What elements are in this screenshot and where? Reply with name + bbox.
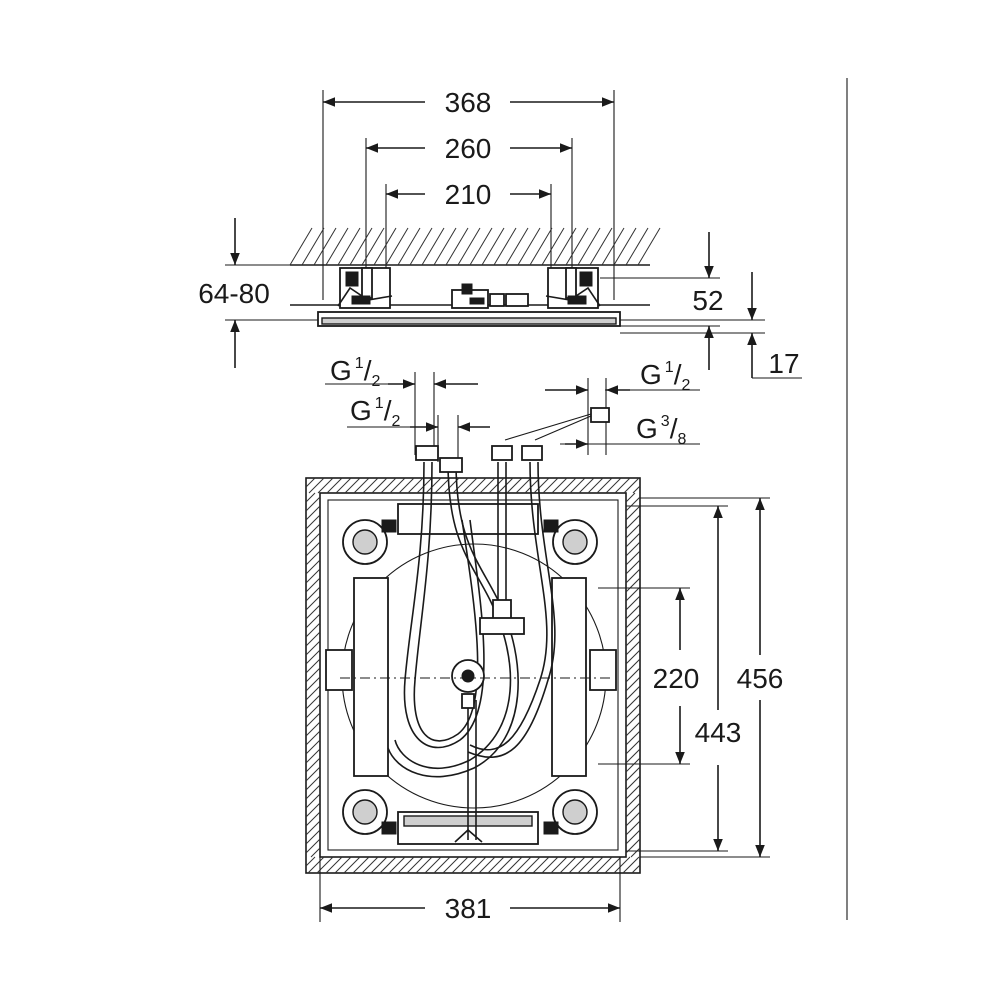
conn-right-outer-num: 1 (665, 359, 674, 376)
conn-right-inner-den: 8 (677, 431, 686, 448)
dim-overall-width-label: 368 (445, 87, 492, 118)
hoses (387, 461, 556, 840)
right-clamp (589, 649, 617, 691)
plan-view: 220 443 456 381 (305, 445, 784, 924)
dim-center-height: 220 (653, 588, 700, 764)
dim-outer-height: 456 (737, 498, 784, 857)
conn-right-inner-num: 3 (661, 413, 670, 430)
right-bracket (545, 267, 601, 309)
conn-left-outer-den: 2 (371, 373, 380, 390)
center-mixer (451, 659, 485, 843)
jet-top-right (543, 519, 598, 565)
right-side-bar (551, 577, 587, 777)
conn-right-inner-base: G (636, 413, 658, 444)
conn-left-outer-base: G (330, 355, 352, 386)
dim-height: 52 (600, 232, 724, 370)
dim-depth-range-label: 64-80 (198, 278, 270, 309)
left-side-bar (353, 577, 389, 777)
fittings-top (415, 445, 543, 635)
dim-center-height-label: 220 (653, 663, 700, 694)
top-view: 368 260 210 (198, 87, 802, 379)
conn-right-outer-den: 2 (681, 377, 690, 394)
dim-inner-height-label: 443 (695, 717, 742, 748)
shower-body-side (290, 267, 650, 327)
jet-top-left (342, 519, 397, 565)
center-valve (451, 283, 529, 309)
conn-left-inner-den: 2 (391, 413, 400, 430)
dim-inner-height: 443 (695, 506, 742, 851)
svg-text:G1/2: G1/2 (330, 355, 380, 390)
conn-right-outer-base: G (640, 359, 662, 390)
ceiling-hatch (289, 227, 661, 266)
left-clamp (325, 649, 353, 691)
top-mount-bar (397, 503, 539, 535)
jet-bottom-right (543, 789, 598, 835)
dim-plate: 17 (620, 272, 802, 379)
conn-left-inner-base: G (350, 395, 372, 426)
dim-overall-width: 368 (323, 87, 614, 118)
dim-bottom-width: 381 (319, 857, 621, 924)
jet-bottom-left (342, 789, 397, 835)
svg-text:G3/8: G3/8 (636, 413, 686, 448)
conn-left-inner-num: 1 (375, 395, 384, 412)
dim-mount-width: 260 (366, 133, 572, 164)
svg-text:G1/2: G1/2 (350, 395, 400, 430)
dim-depth-range: 64-80 (198, 218, 318, 368)
conn-left-outer-num: 1 (355, 355, 364, 372)
dim-mount-width-label: 260 (445, 133, 492, 164)
dim-inner-width: 210 (386, 179, 551, 210)
svg-text:G1/2: G1/2 (640, 359, 690, 394)
frame-hatch (305, 477, 641, 874)
dim-height-label: 52 (692, 285, 723, 316)
dim-outer-height-label: 456 (737, 663, 784, 694)
dim-inner-width-label: 210 (445, 179, 492, 210)
dim-plate-label: 17 (768, 348, 799, 379)
left-bracket (337, 267, 393, 309)
dim-bottom-width-label: 381 (445, 893, 492, 924)
